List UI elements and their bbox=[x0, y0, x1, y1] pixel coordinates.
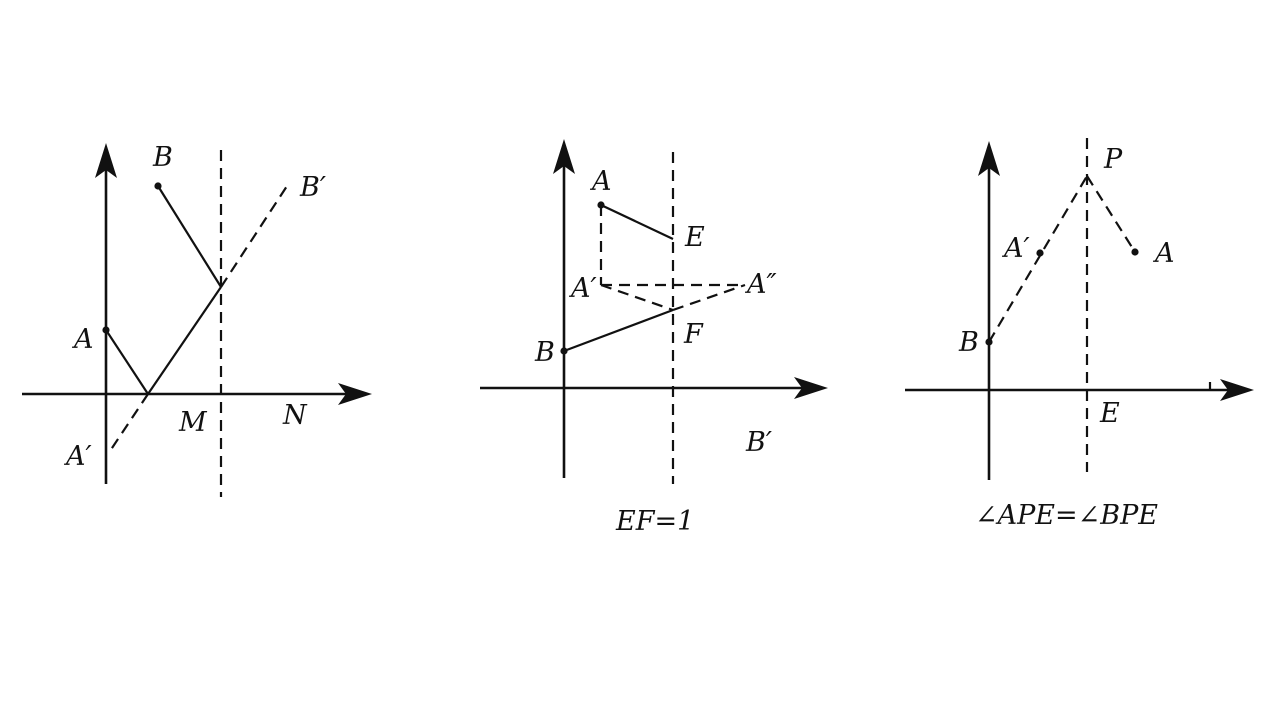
label-b-prime: B′ bbox=[745, 427, 772, 458]
label-a-double-prime: A″ bbox=[744, 269, 777, 300]
label-e: E bbox=[684, 222, 705, 253]
segment-a-to-e bbox=[600, 204, 674, 240]
label-b: B bbox=[958, 327, 979, 358]
figure-2: A E A′ A″ F B B′ EF=1 bbox=[480, 139, 828, 537]
label-a-prime: A′ bbox=[1001, 233, 1030, 264]
figure-1: B B′ A A′ M N bbox=[22, 142, 372, 497]
label-p: P bbox=[1103, 144, 1123, 175]
label-a: A bbox=[1152, 238, 1175, 269]
label-b: B bbox=[152, 142, 173, 173]
segment-b-to-intersection bbox=[157, 185, 222, 288]
x-axis-arrow-icon bbox=[1220, 379, 1254, 401]
point-a bbox=[597, 201, 605, 209]
point-a bbox=[1131, 248, 1139, 256]
label-m: M bbox=[178, 407, 208, 438]
point-a-prime bbox=[1036, 249, 1044, 257]
label-b: B bbox=[534, 337, 555, 368]
point-a bbox=[102, 326, 110, 334]
dashed-line-to-a-prime bbox=[109, 393, 149, 452]
label-f: F bbox=[683, 319, 704, 350]
y-axis-arrow-icon bbox=[553, 139, 575, 174]
figure-3: P A′ A B E ∠APE=∠BPE bbox=[905, 138, 1254, 531]
x-axis-arrow-icon bbox=[794, 377, 828, 399]
dashed-b-to-p bbox=[988, 175, 1088, 343]
y-axis-arrow-icon bbox=[978, 141, 1000, 176]
label-b-prime: B′ bbox=[299, 172, 326, 203]
segment-intersection-to-axis bbox=[147, 286, 222, 395]
label-a-prime: A′ bbox=[568, 273, 597, 304]
point-b bbox=[985, 338, 993, 346]
x-axis-arrow-icon bbox=[338, 383, 372, 405]
dashed-p-to-a bbox=[1086, 175, 1136, 253]
dashed-f-to-a-double-prime bbox=[672, 283, 746, 312]
segment-b-to-f bbox=[563, 308, 674, 353]
label-a: A bbox=[71, 324, 94, 355]
dashed-line-to-b-prime bbox=[220, 185, 288, 288]
label-n: N bbox=[282, 400, 308, 431]
y-axis-arrow-icon bbox=[95, 143, 117, 178]
label-e: E bbox=[1099, 398, 1120, 429]
caption: EF=1 bbox=[615, 506, 694, 537]
caption: ∠APE=∠BPE bbox=[975, 500, 1158, 531]
point-b bbox=[154, 182, 162, 190]
label-a-prime: A′ bbox=[63, 441, 92, 472]
label-a: A bbox=[589, 166, 612, 197]
segment-a-to-axis bbox=[105, 329, 149, 395]
point-b bbox=[560, 347, 568, 355]
dashed-a-prime-to-f bbox=[600, 283, 674, 312]
